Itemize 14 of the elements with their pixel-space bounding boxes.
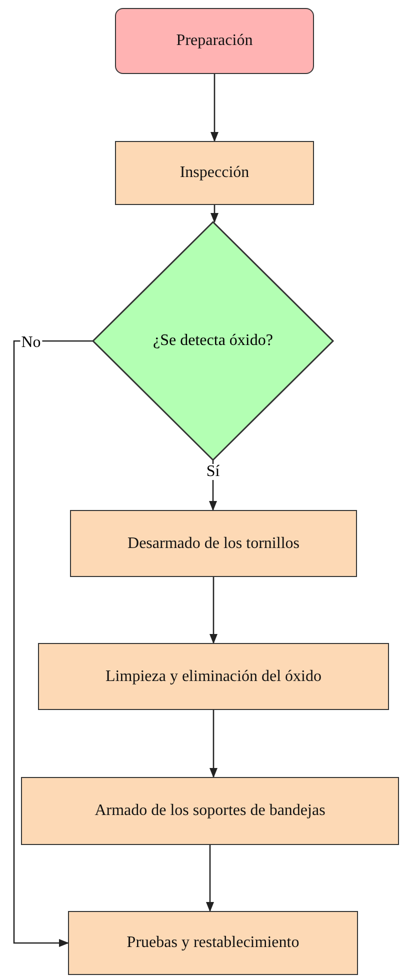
arrow [210,710,218,778]
process-box: Desarmado de los tornillos [70,510,357,577]
process-box: Limpieza y eliminación del óxido [38,643,389,710]
edge-label: Sí [205,464,221,480]
process-box: Preparación [115,8,314,74]
arrow [210,577,218,644]
arrow [206,845,214,912]
arrow [210,74,218,142]
arrow [210,205,218,223]
decision-text: ¿Se detecta óxido? [152,332,274,350]
process-box: Armado de los soportes de bandejas [21,777,399,845]
arrow [13,340,93,947]
process-box: Pruebas y restablecimiento [68,911,358,975]
process-box: Inspección [115,141,314,205]
